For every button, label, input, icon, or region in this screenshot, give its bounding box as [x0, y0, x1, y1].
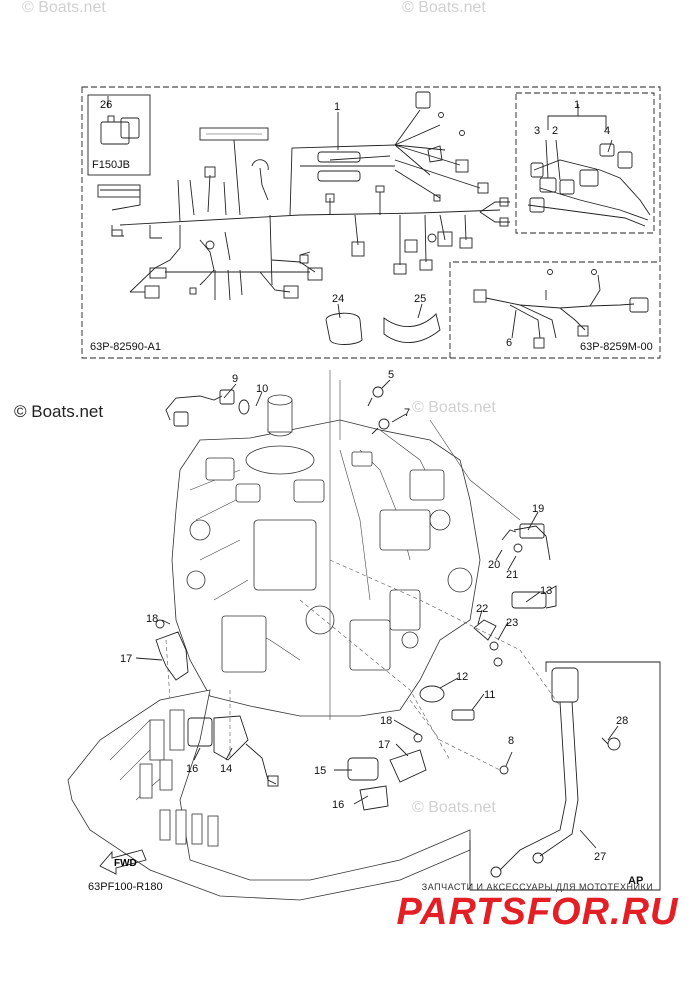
callout-16-left: 16 — [186, 763, 198, 775]
callout-5: 5 — [388, 369, 394, 381]
brand-tagline: ЗАПЧАСТИ И АКСЕССУАРЫ ДЛЯ МОТОТЕХНИКИ — [421, 882, 654, 892]
callout-25: 25 — [414, 293, 426, 305]
callout-19: 19 — [532, 503, 544, 515]
watermark-top-right: © Boats.net — [402, 0, 486, 16]
callout-1-sub: 1 — [574, 99, 580, 111]
callout-3: 3 — [534, 125, 540, 137]
callouts: 26 1 1 3 2 4 24 25 6 9 10 5 7 19 20 21 1… — [100, 99, 628, 863]
fwd-label: FWD — [114, 858, 137, 869]
leader-lines — [107, 96, 619, 849]
callout-17-lower: 17 — [378, 739, 390, 751]
callout-11: 11 — [484, 689, 495, 701]
brand-logo[interactable]: PARTSFOR.RU — [396, 891, 679, 933]
watermark-top-left: © Boats.net — [22, 0, 106, 16]
callout-13: 13 — [540, 585, 552, 597]
callout-4: 4 — [604, 125, 610, 137]
callout-14: 14 — [220, 763, 232, 775]
callout-18-upper: 18 — [146, 613, 158, 625]
callout-28: 28 — [616, 715, 628, 727]
watermark-bottom: © Boats.net — [412, 799, 496, 816]
callout-22: 22 — [476, 603, 488, 615]
engine-block — [165, 370, 561, 771]
callout-17-upper: 17 — [120, 653, 132, 665]
callout-2: 2 — [552, 125, 558, 137]
callout-15: 15 — [314, 765, 326, 777]
callout-16-right: 16 — [332, 799, 344, 811]
callout-1-main: 1 — [334, 101, 340, 113]
callout-12: 12 — [456, 671, 468, 683]
sub-harness-partno: 63P-8259M-00 — [580, 341, 653, 353]
callout-20: 20 — [488, 559, 500, 571]
main-harness-partno: 63P-82590-A1 — [90, 341, 161, 353]
callout-23: 23 — [506, 617, 518, 629]
callout-26: 26 — [100, 99, 112, 111]
callout-10: 10 — [256, 383, 268, 395]
model-note: F150JB — [92, 159, 130, 171]
callout-8-upper: 8 — [508, 735, 514, 747]
brand-block: ЗАПЧАСТИ И АКСЕССУАРЫ ДЛЯ МОТОТЕХНИКИ PA… — [385, 882, 690, 932]
callout-7: 7 — [404, 407, 410, 419]
small-parts — [99, 386, 661, 891]
callout-21: 21 — [506, 569, 518, 581]
diagram-code: 63PF100-R180 — [88, 881, 163, 893]
callout-27: 27 — [594, 851, 606, 863]
callout-18-lower: 18 — [380, 715, 392, 727]
callout-9: 9 — [232, 373, 238, 385]
bottom-cowling — [67, 689, 471, 901]
callout-6: 6 — [506, 337, 512, 349]
watermark-mid-right: © Boats.net — [412, 399, 496, 416]
callout-24: 24 — [332, 293, 344, 305]
watermark-mid-left: © Boats.net — [14, 402, 103, 421]
ap-note: AP — [628, 875, 643, 887]
harness-box — [81, 86, 661, 359]
